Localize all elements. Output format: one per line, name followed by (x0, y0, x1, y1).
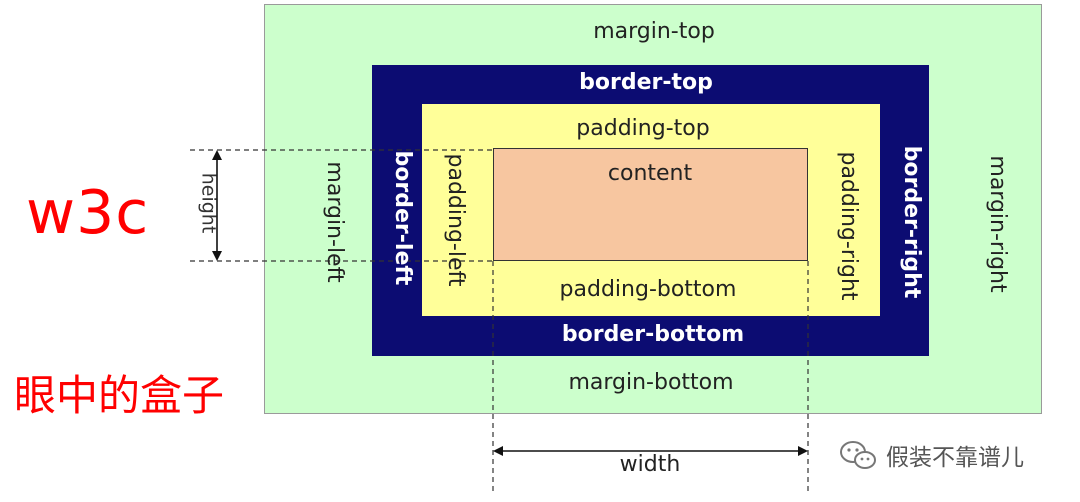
border-left-label: border-left (390, 150, 415, 286)
height-label: height (197, 172, 220, 234)
margin-left-label: margin-left (322, 161, 347, 283)
wechat-icon (840, 441, 876, 469)
border-right-label: border-right (899, 145, 924, 299)
border-top-label: border-top (579, 70, 713, 95)
padding-right-label: padding-right (836, 151, 861, 301)
height-arrow (212, 150, 222, 261)
margin-right-label: margin-right (985, 155, 1010, 293)
padding-left-label: padding-left (443, 153, 468, 287)
watermark-text: 假装不靠谱儿 (886, 445, 1024, 471)
padding-bottom-label: padding-bottom (559, 277, 737, 302)
w3c-annotation: w3c (26, 178, 150, 248)
margin-top-label: margin-top (593, 19, 715, 44)
width-label: width (619, 452, 681, 477)
content-label: content (607, 161, 693, 186)
padding-top-label: padding-top (576, 116, 710, 141)
watermark: 假装不靠谱儿 (838, 438, 1024, 472)
border-bottom-label: border-bottom (561, 322, 745, 347)
margin-bottom-label: margin-bottom (568, 370, 734, 395)
content-area (493, 148, 808, 261)
width-arrow (493, 446, 808, 456)
caption-annotation: 眼中的盒子 (14, 371, 225, 420)
